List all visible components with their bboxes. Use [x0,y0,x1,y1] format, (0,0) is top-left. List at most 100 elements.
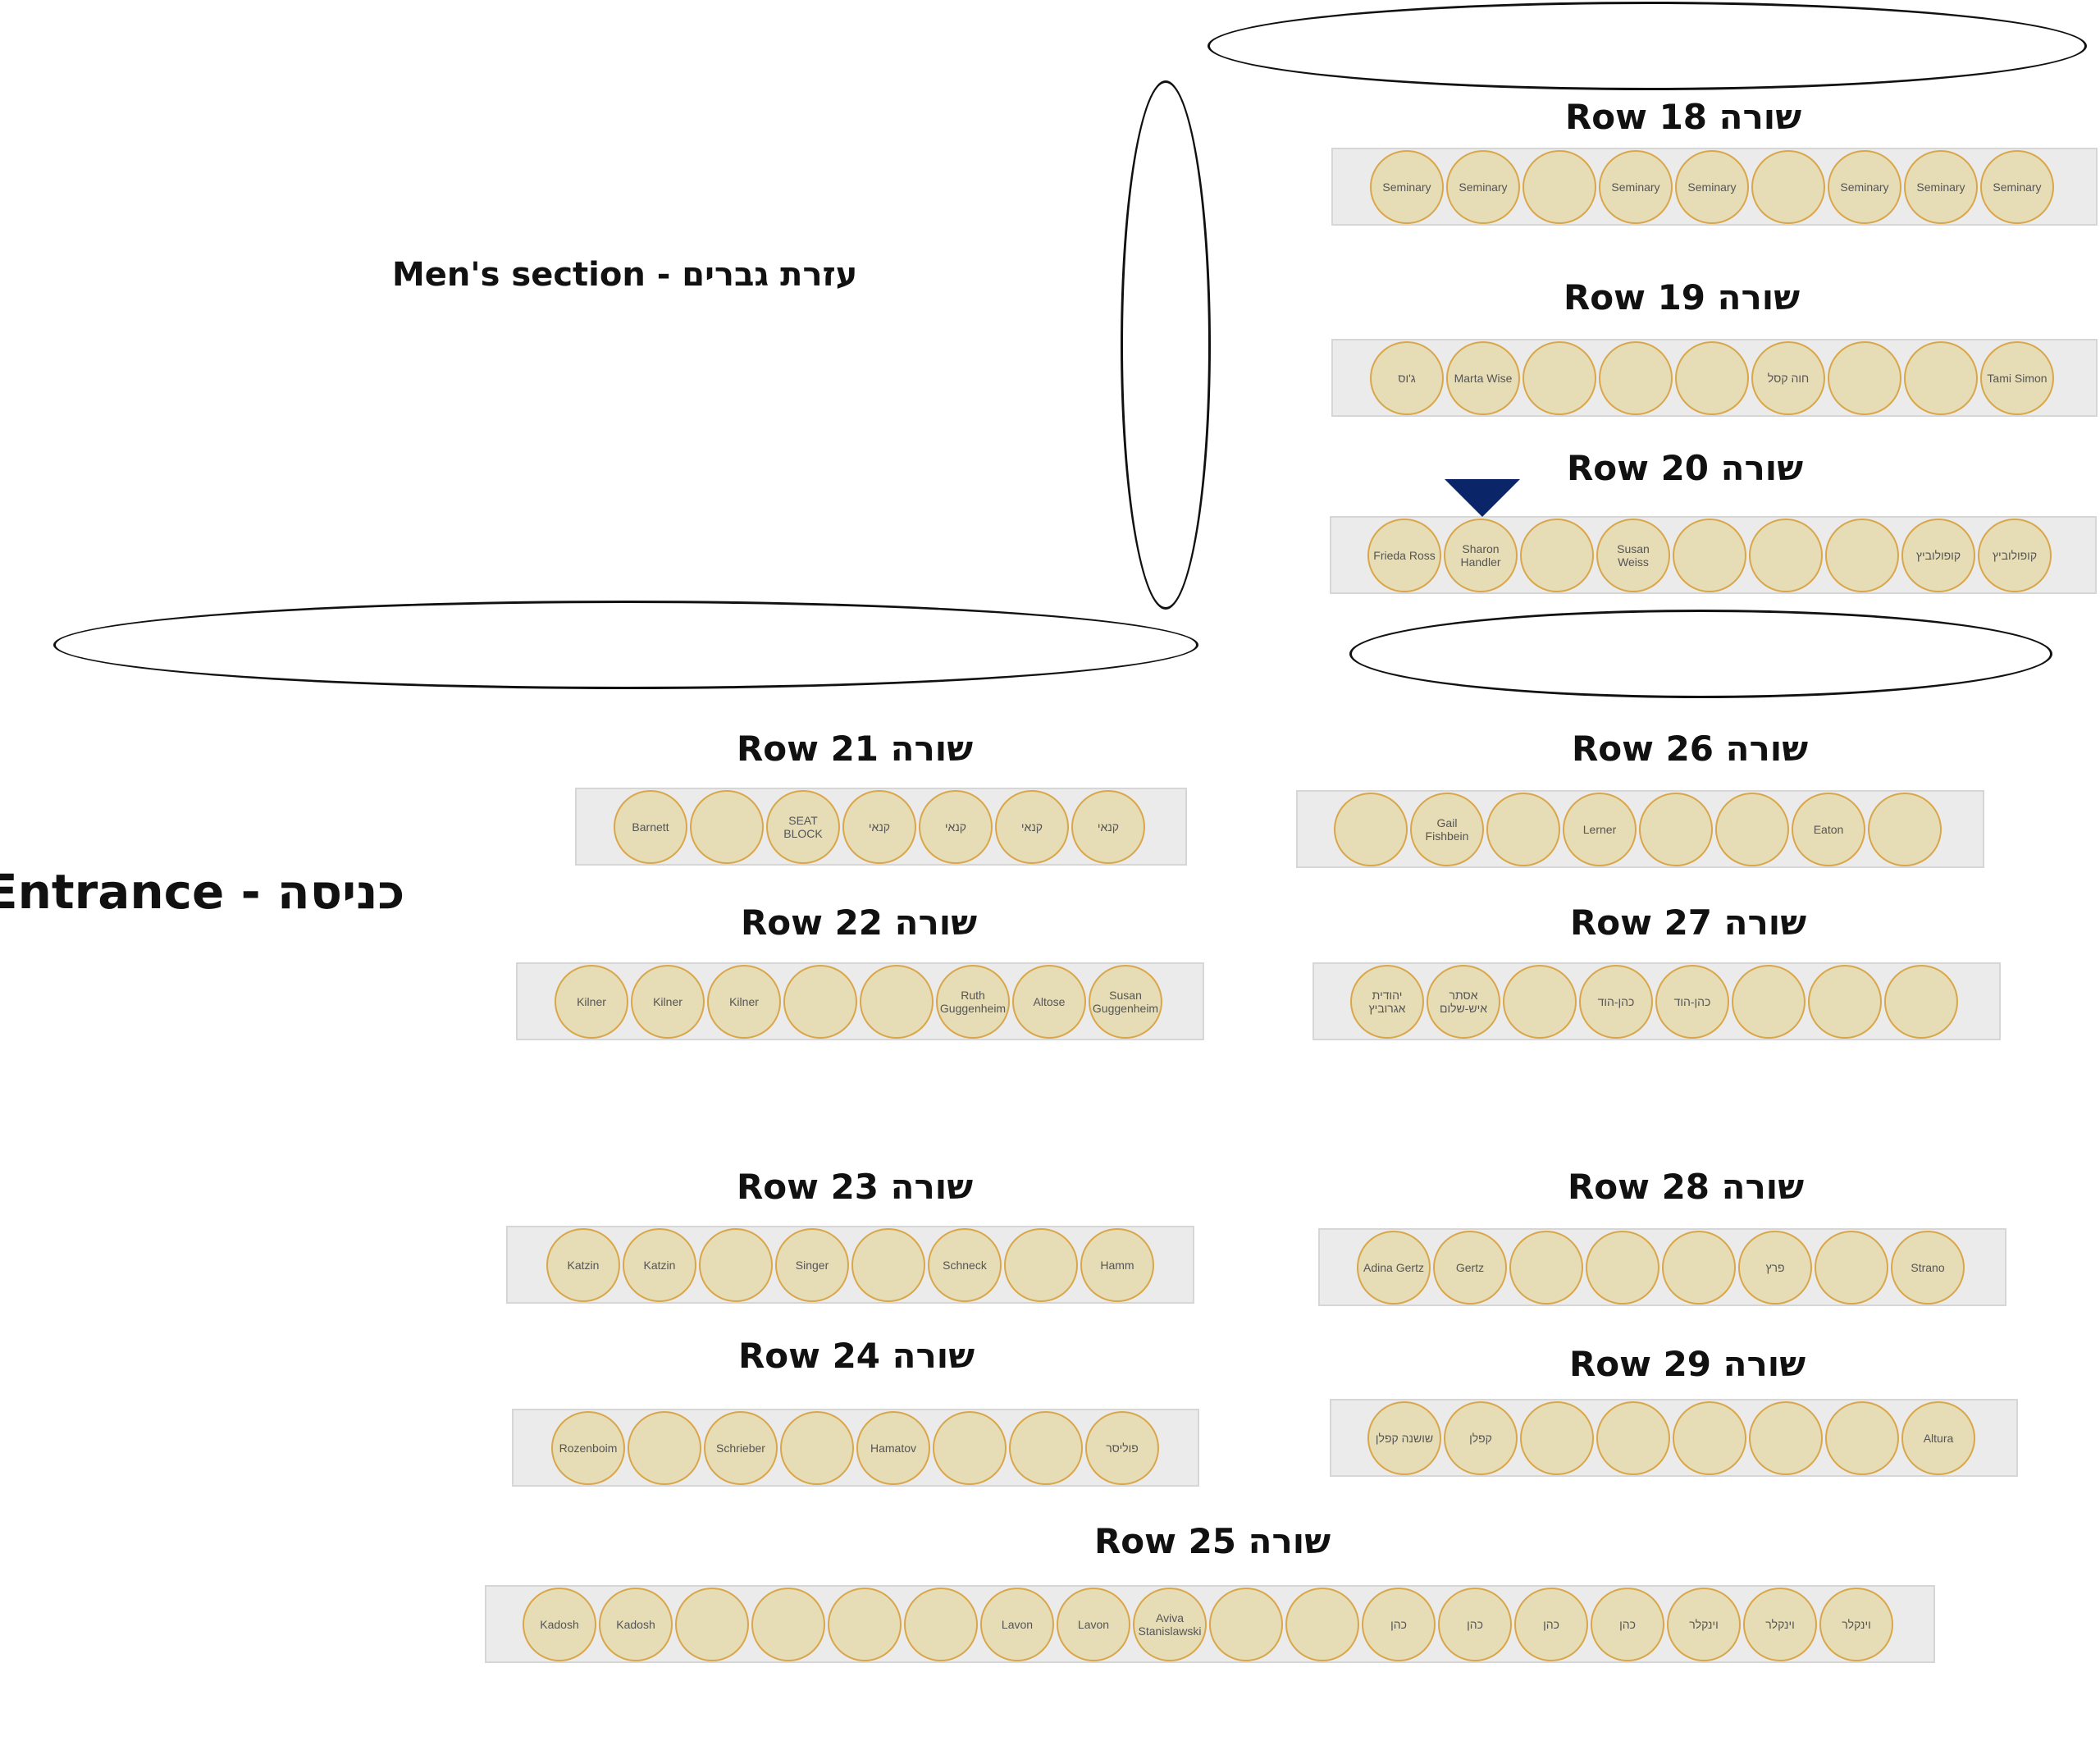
seat-19-8[interactable] [1904,341,1978,415]
seat-18-6[interactable] [1751,150,1825,224]
seat-24-1[interactable]: Rozenboim [551,1411,625,1485]
seat-22-1[interactable]: Kilner [555,965,628,1039]
seat-19-1[interactable]: ג'וס [1370,341,1444,415]
seat-18-1[interactable]: Seminary [1370,150,1444,224]
seat-19-9[interactable]: Tami Simon [1980,341,2054,415]
seat-24-4[interactable] [780,1411,854,1485]
seat-26-3[interactable] [1486,793,1560,866]
seat-21-2[interactable] [690,790,764,864]
seat-24-5[interactable]: Hamatov [856,1411,930,1485]
seat-24-8[interactable]: פוליסר [1085,1411,1159,1485]
seat-20-9[interactable]: קופולוביץ [1978,519,2052,592]
seat-18-7[interactable]: Seminary [1828,150,1901,224]
seat-19-4[interactable] [1599,341,1673,415]
seat-23-4[interactable]: Singer [775,1228,849,1302]
seat-18-2[interactable]: Seminary [1446,150,1520,224]
seat-28-3[interactable] [1509,1231,1583,1305]
seat-19-5[interactable] [1675,341,1749,415]
seat-22-4[interactable] [783,965,857,1039]
seat-25-5[interactable] [828,1588,902,1661]
seat-24-3[interactable]: Schrieber [704,1411,778,1485]
seat-25-15[interactable]: כהן [1591,1588,1664,1661]
seat-29-8[interactable]: Altura [1901,1401,1975,1475]
seat-25-16[interactable]: וינקלר [1667,1588,1741,1661]
seat-27-8[interactable] [1884,965,1958,1039]
seat-27-6[interactable] [1732,965,1806,1039]
seat-18-8[interactable]: Seminary [1904,150,1978,224]
seat-27-3[interactable] [1503,965,1577,1039]
seat-26-2[interactable]: Gail Fishbein [1410,793,1484,866]
seat-27-1[interactable]: יהודית אגרוביץ [1350,965,1424,1039]
seat-28-8[interactable]: Strano [1891,1231,1965,1305]
seat-24-7[interactable] [1009,1411,1083,1485]
seat-21-1[interactable]: Barnett [614,790,687,864]
seat-21-3[interactable]: SEAT BLOCK [766,790,840,864]
seat-27-4[interactable]: כהן-הוד [1579,965,1653,1039]
seat-26-5[interactable] [1639,793,1713,866]
seat-28-6[interactable]: פרץ [1738,1231,1812,1305]
seat-23-1[interactable]: Katzin [546,1228,620,1302]
seat-23-7[interactable] [1004,1228,1078,1302]
seat-19-7[interactable] [1828,341,1901,415]
seat-18-9[interactable]: Seminary [1980,150,2054,224]
seat-20-6[interactable] [1749,519,1823,592]
seat-23-2[interactable]: Katzin [623,1228,696,1302]
seat-22-6[interactable]: Ruth Guggenheim [936,965,1010,1039]
seat-29-5[interactable] [1673,1401,1746,1475]
seat-22-8[interactable]: Susan Guggenheim [1089,965,1162,1039]
seat-28-2[interactable]: Gertz [1433,1231,1507,1305]
seat-28-1[interactable]: Adina Gertz [1357,1231,1431,1305]
seat-21-6[interactable]: קנאי [995,790,1069,864]
seat-27-5[interactable]: כהן-הוד [1655,965,1729,1039]
seat-23-3[interactable] [699,1228,773,1302]
seat-18-3[interactable] [1522,150,1596,224]
seat-19-3[interactable] [1522,341,1596,415]
seat-23-5[interactable] [851,1228,925,1302]
seat-20-5[interactable] [1673,519,1746,592]
seat-25-14[interactable]: כהן [1514,1588,1588,1661]
seat-25-8[interactable]: Lavon [1057,1588,1130,1661]
seat-25-12[interactable]: כהן [1362,1588,1436,1661]
seat-18-5[interactable]: Seminary [1675,150,1749,224]
seat-29-4[interactable] [1596,1401,1670,1475]
seat-19-2[interactable]: Marta Wise [1446,341,1520,415]
seat-20-7[interactable] [1825,519,1899,592]
seat-25-3[interactable] [675,1588,749,1661]
seat-20-1[interactable]: Frieda Ross [1367,519,1441,592]
seat-26-4[interactable]: Lerner [1563,793,1637,866]
seat-28-4[interactable] [1586,1231,1659,1305]
seat-27-7[interactable] [1808,965,1882,1039]
seat-25-4[interactable] [751,1588,825,1661]
seat-18-4[interactable]: Seminary [1599,150,1673,224]
seat-25-11[interactable] [1285,1588,1359,1661]
seat-26-6[interactable] [1715,793,1789,866]
seat-28-5[interactable] [1662,1231,1736,1305]
seat-21-5[interactable]: קנאי [919,790,993,864]
seat-21-4[interactable]: קנאי [842,790,916,864]
seat-25-1[interactable]: Kadosh [523,1588,596,1661]
seat-25-7[interactable]: Lavon [980,1588,1054,1661]
seat-25-9[interactable]: Aviva Stanislawski [1133,1588,1207,1661]
seat-29-2[interactable]: קפלן [1444,1401,1518,1475]
seat-21-7[interactable]: קנאי [1071,790,1145,864]
seat-23-8[interactable]: Hamm [1080,1228,1154,1302]
seat-25-18[interactable]: וינקלר [1819,1588,1893,1661]
seat-25-6[interactable] [904,1588,978,1661]
seat-26-8[interactable] [1868,793,1942,866]
seat-29-1[interactable]: שושנה קפלן [1367,1401,1441,1475]
seat-20-2[interactable]: Sharon Handler [1444,519,1518,592]
seat-22-3[interactable]: Kilner [707,965,781,1039]
seat-26-1[interactable] [1334,793,1408,866]
seat-20-8[interactable]: קופולוביץ [1901,519,1975,592]
seat-29-3[interactable] [1520,1401,1594,1475]
seat-25-13[interactable]: כהן [1438,1588,1512,1661]
seat-22-5[interactable] [860,965,934,1039]
seat-25-10[interactable] [1209,1588,1283,1661]
seat-22-7[interactable]: Altose [1012,965,1086,1039]
seat-24-2[interactable] [628,1411,701,1485]
seat-23-6[interactable]: Schneck [928,1228,1002,1302]
seat-20-4[interactable]: Susan Weiss [1596,519,1670,592]
seat-19-6[interactable]: חוה קסל [1751,341,1825,415]
seat-26-7[interactable]: Eaton [1792,793,1865,866]
seat-24-6[interactable] [933,1411,1007,1485]
